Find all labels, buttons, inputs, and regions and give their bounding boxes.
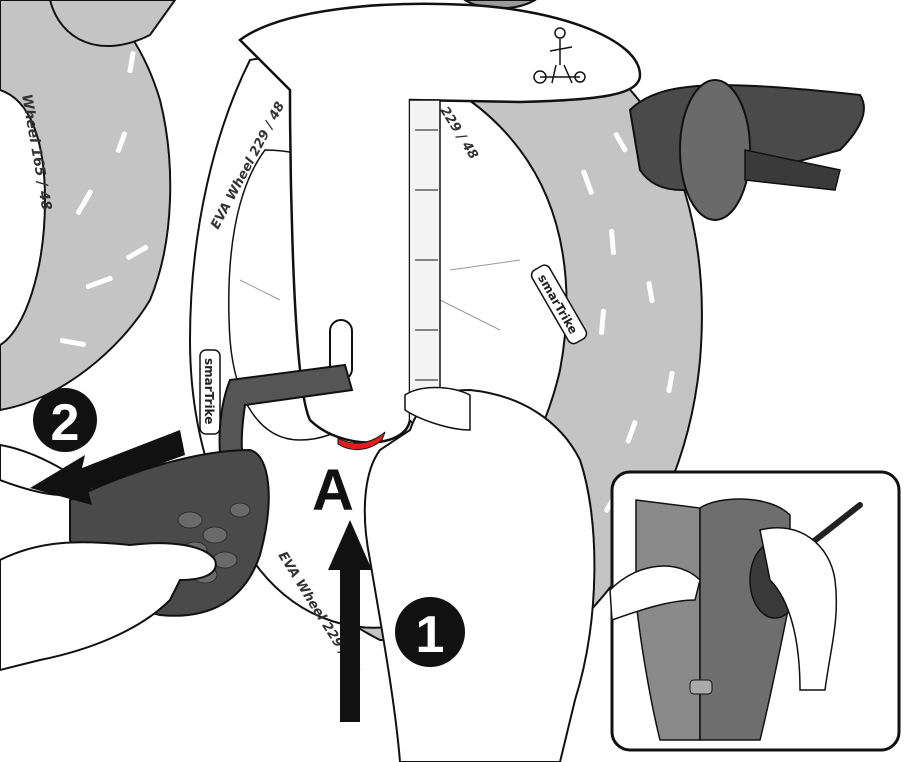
step-badge-1: 1 [395, 597, 465, 667]
step-badge-2: 2 [33, 388, 97, 452]
left-hand [0, 541, 217, 672]
inset-detail [609, 470, 901, 752]
left-wheel [0, 0, 172, 412]
arrow-up-1 [328, 520, 372, 722]
brand-badge-left: smarTrike [199, 349, 221, 435]
rider-icon [533, 27, 586, 84]
label-part-a: A [312, 458, 354, 523]
brand-name-left: smarTrike [202, 358, 216, 424]
step-2-number: 2 [51, 394, 80, 452]
right-hand [363, 388, 596, 762]
latch-highlight [337, 431, 386, 450]
arrow-left-2 [30, 430, 185, 505]
right-hand-finger [404, 386, 471, 431]
frame-top-left [48, 0, 177, 47]
rear-handle-assembly [628, 79, 865, 221]
step-1-number: 1 [416, 606, 445, 664]
